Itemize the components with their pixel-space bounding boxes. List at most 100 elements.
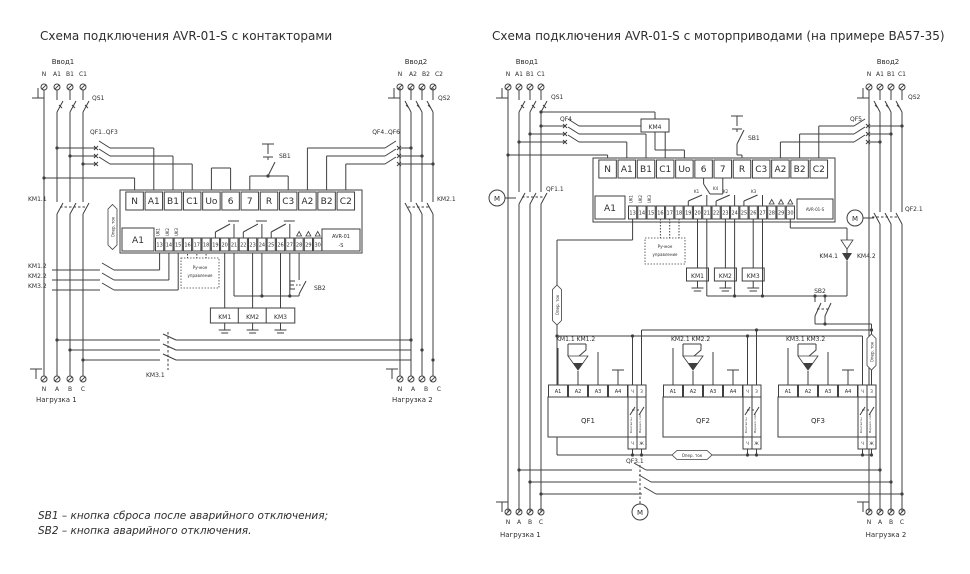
svg-text:24: 24: [259, 242, 265, 248]
sb2-circuit: [233, 251, 307, 297]
svg-text:N: N: [867, 519, 872, 526]
input1-label: Ввод1: [516, 58, 539, 66]
terminal-icon: [53, 375, 61, 383]
uk2-label: UK2: [638, 194, 643, 203]
right-title: Схема подключения AVR-01-S с моторпривод…: [492, 29, 945, 43]
avr-a1-box: [594, 195, 626, 220]
drive-col2-label: Перекл. пол.: [753, 413, 757, 433]
svg-text:B2: B2: [321, 197, 333, 207]
svg-text:A1: A1: [670, 389, 677, 395]
manual-label-1: Ручное: [193, 265, 208, 270]
svg-text:A1: A1: [148, 197, 160, 207]
uk3-label: UK3: [647, 194, 652, 203]
svg-text:20: 20: [694, 210, 700, 216]
svg-text:N: N: [867, 71, 872, 78]
svg-text:A4: A4: [730, 389, 737, 395]
drive-cell-label: З: [640, 389, 643, 394]
svg-text:A4: A4: [615, 389, 622, 395]
oper-tok-label: Опер. ток: [555, 294, 560, 315]
svg-text:6: 6: [701, 165, 707, 175]
right-diagram: Схема подключения AVR-01-S с моторпривод…: [488, 29, 945, 539]
svg-text:A2: A2: [805, 389, 812, 395]
terminal-icon: [79, 83, 87, 91]
drive-cell-label: Ч: [746, 441, 749, 446]
svg-text:22: 22: [240, 242, 246, 248]
k2-label: K2: [723, 189, 729, 194]
drive-cell-label: Ч: [631, 389, 634, 394]
drive-cell-label: Ж: [754, 441, 759, 446]
svg-text:19: 19: [212, 242, 218, 248]
drive-km-label: KM2.1 KM2.2: [671, 336, 710, 343]
km3-2-label: KM3.2: [28, 283, 47, 290]
manual-label-1: Ручное: [658, 244, 673, 249]
svg-text:26: 26: [277, 242, 283, 248]
qs1-switch: [518, 100, 548, 113]
svg-text:B: B: [424, 386, 428, 393]
avr-name-label: AVR-01-S: [806, 207, 825, 212]
sb2-label: SB2: [314, 285, 326, 292]
terminal-icon: [887, 83, 895, 91]
svg-text:A3: A3: [595, 389, 602, 395]
drive-cell-label: Ч: [861, 389, 864, 394]
km4-1-triangle-icon: [840, 239, 854, 250]
k1-k3-relays: [687, 194, 763, 206]
load1-label: Нагрузка 1: [36, 396, 77, 404]
qf1-1-contact: [518, 192, 548, 205]
qf3-1-contact: [633, 462, 657, 495]
right-input1-wires: [496, 88, 666, 512]
oper-tok-label: Опер. ток: [111, 216, 116, 237]
avr-name-box: [796, 198, 834, 220]
qf3-1-label: QF3.1: [626, 458, 644, 465]
k4-label: K4: [713, 186, 719, 191]
sb1-label: SB1: [279, 153, 291, 160]
svg-text:A2: A2: [690, 389, 697, 395]
svg-text:N: N: [398, 386, 403, 393]
svg-text:N: N: [42, 386, 47, 393]
drive-cell-label: Ч: [861, 441, 864, 446]
qf1-qf3-breaker: [93, 140, 111, 167]
svg-text:7: 7: [720, 165, 726, 175]
drive-col1-label: Контакты: [859, 417, 863, 433]
uk3-label: UK3: [174, 227, 179, 236]
svg-text:A: A: [55, 386, 60, 393]
svg-text:30: 30: [787, 210, 793, 216]
svg-text:14: 14: [166, 242, 172, 248]
km4-2-triangle-icon: [842, 253, 852, 261]
coil-wires: [224, 251, 281, 330]
svg-text:B2: B2: [422, 71, 430, 78]
svg-text:A2: A2: [301, 197, 313, 207]
drive-name: QF3: [811, 417, 825, 425]
input2-label: Ввод2: [877, 58, 900, 66]
qf2-1-contact: [873, 212, 903, 225]
qs2-switch: [404, 100, 434, 113]
drive-cell: [636, 436, 647, 450]
drive-km-label: KM1.1 KM1.2: [556, 336, 595, 343]
svg-text:N: N: [398, 71, 403, 78]
km1-1-label: KM1.1: [28, 196, 47, 203]
svg-text:C2: C2: [813, 165, 825, 175]
manual-box: [180, 257, 220, 289]
coil-wires: [697, 219, 754, 288]
terminal-icon: [876, 83, 884, 91]
avr-relay-contacts: [214, 220, 295, 238]
motor2-label: M: [852, 215, 858, 223]
svg-text:Uo: Uo: [205, 197, 218, 207]
drive-cell-label: Ч: [631, 441, 634, 446]
svg-text:A2: A2: [774, 165, 786, 175]
svg-text:C2: C2: [340, 197, 352, 207]
svg-text:15: 15: [175, 242, 181, 248]
drive-body: [662, 396, 744, 438]
km3-coil-label: KM3: [274, 314, 287, 321]
qs1-label: QS1: [92, 95, 105, 102]
terminal-icon: [79, 375, 87, 383]
oper-tok-hex: [552, 284, 562, 326]
qs1-label: QS1: [551, 94, 564, 101]
